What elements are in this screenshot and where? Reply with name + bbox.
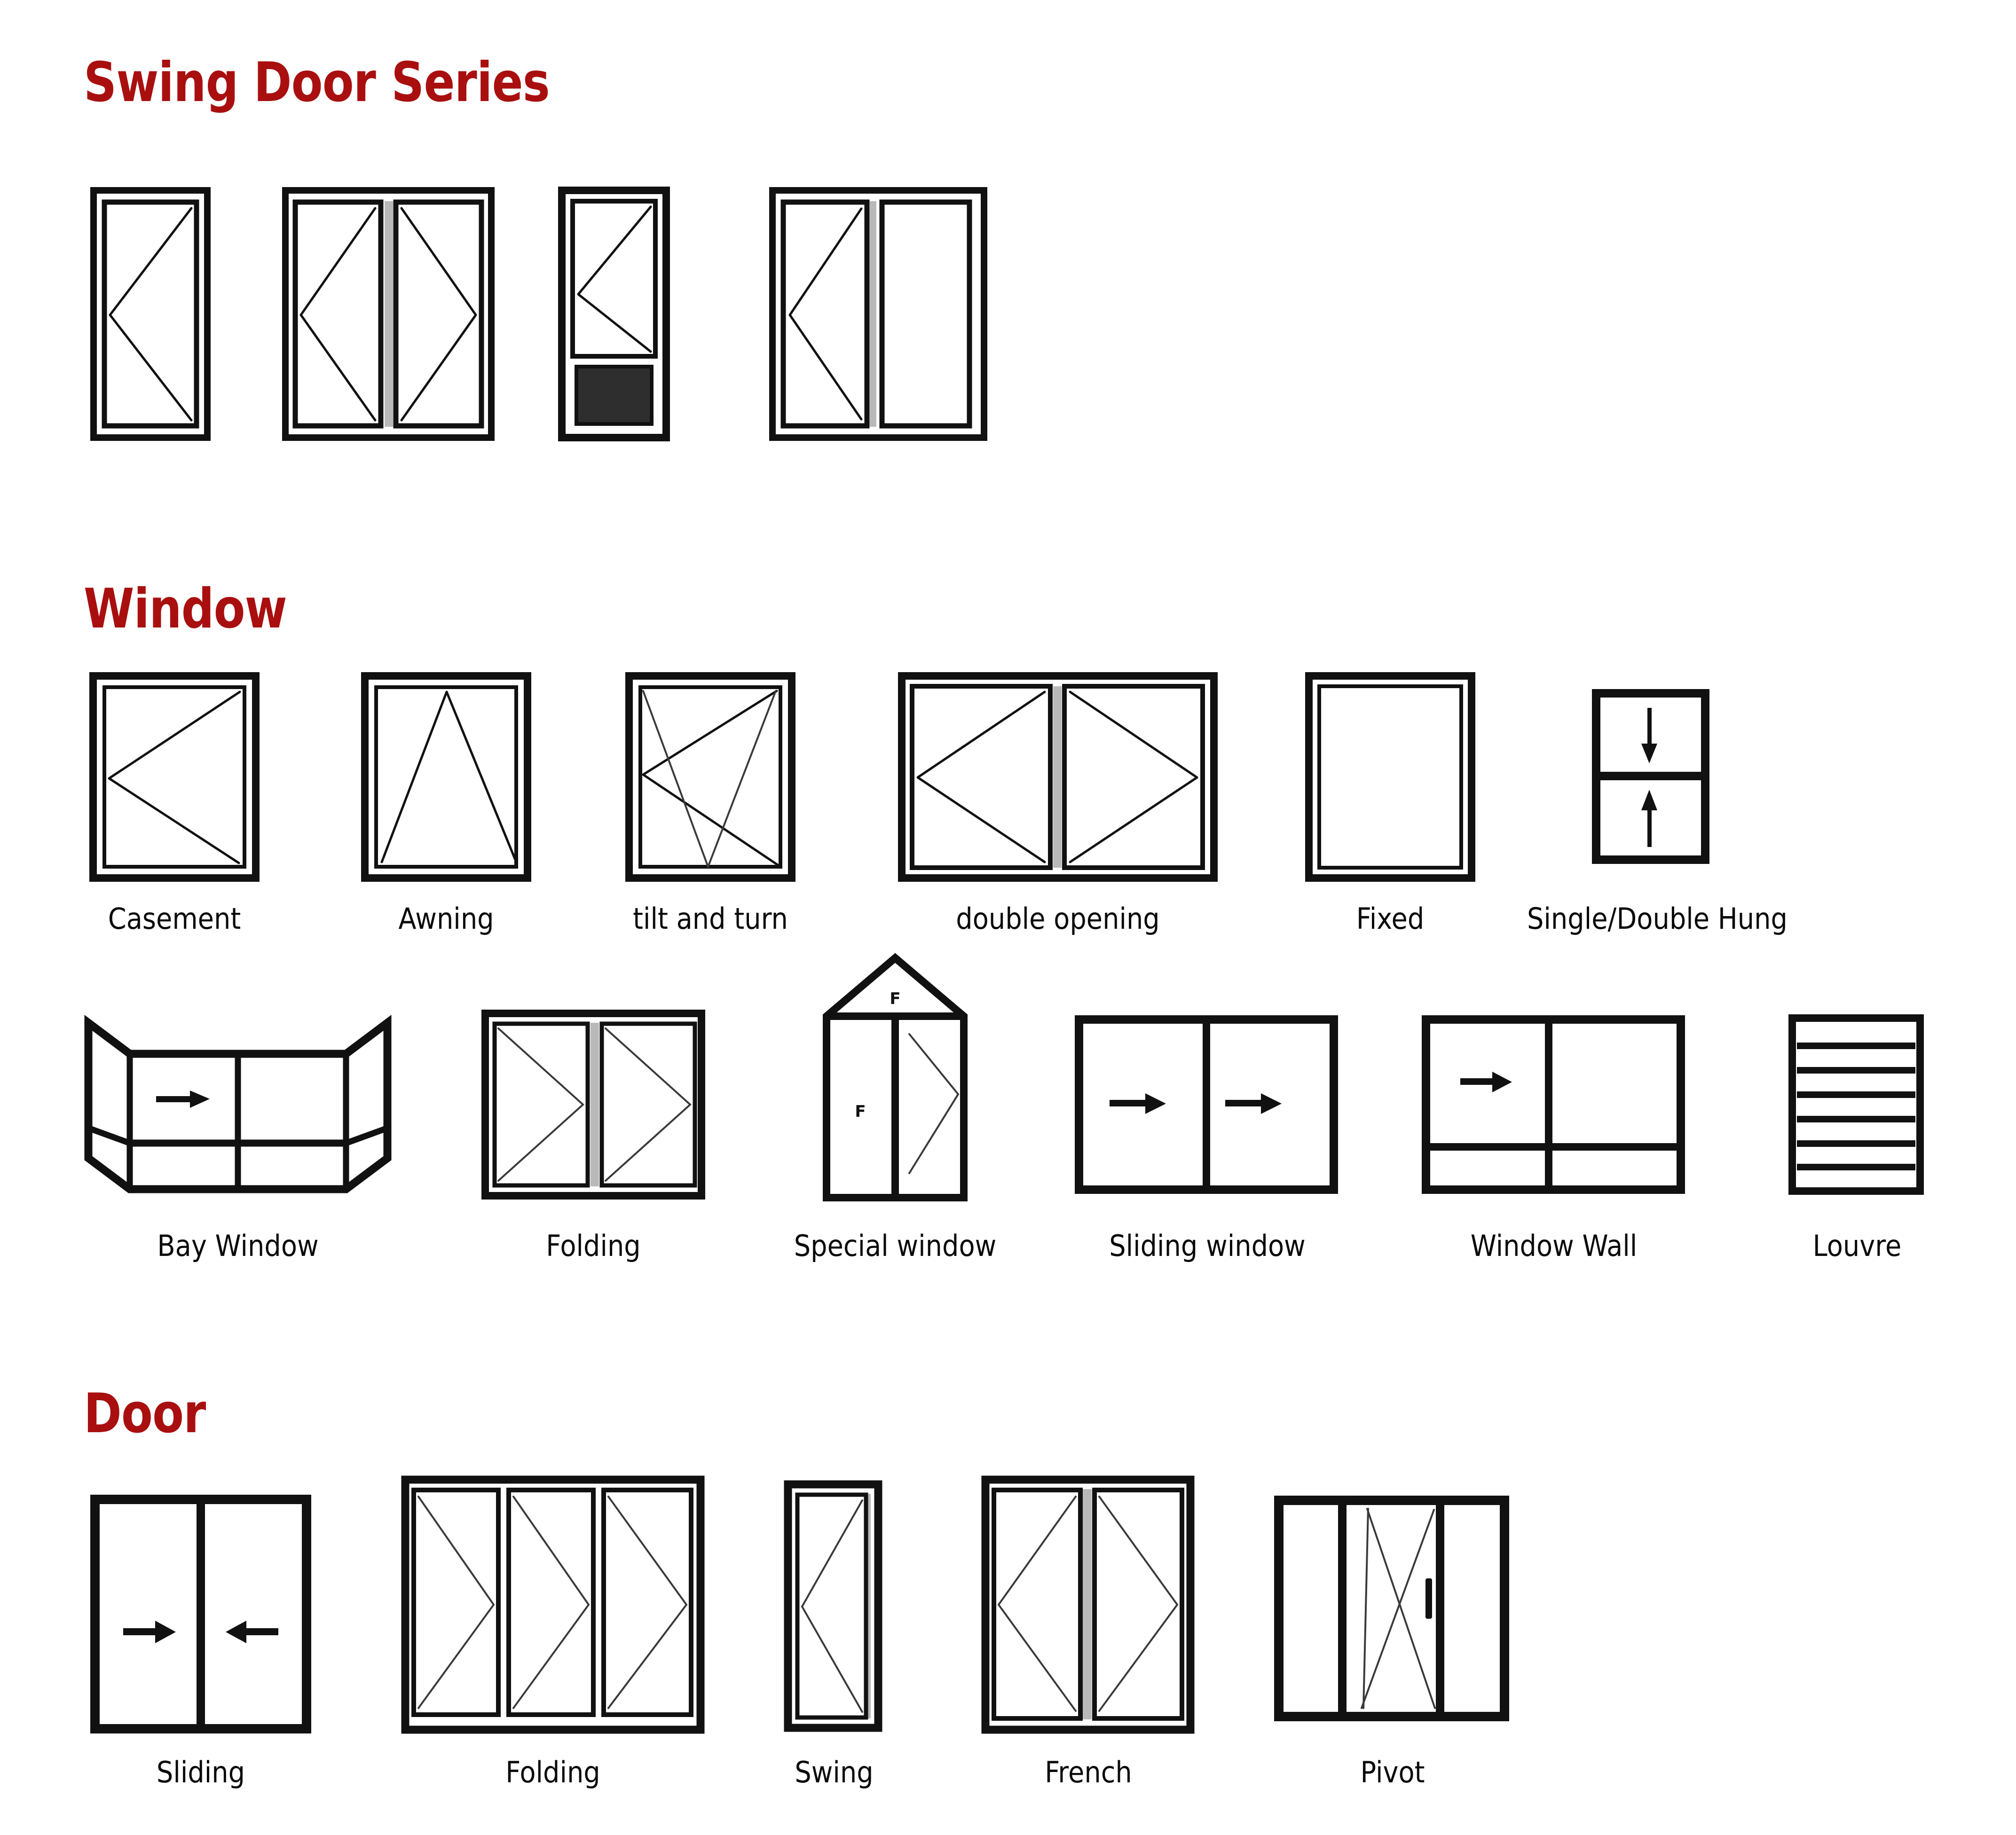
arrow-up-icon	[1641, 790, 1657, 847]
figure-window-wall	[1422, 1015, 1685, 1194]
figure-louvre	[1788, 1014, 1924, 1195]
figure-door-folding	[401, 1475, 705, 1734]
arrow-left-icon	[226, 1621, 278, 1643]
caption-louvre: Louvre	[1812, 1229, 1902, 1263]
figure-fixed	[1305, 672, 1475, 882]
arrow-right-icon	[1110, 1093, 1166, 1114]
caption-window-wall: Window Wall	[1470, 1229, 1638, 1263]
caption-tilt-and-turn: tilt and turn	[633, 902, 788, 936]
figure-single-double-hung	[1592, 689, 1709, 864]
caption-door-folding: Folding	[505, 1755, 600, 1789]
figure-door-sliding	[90, 1495, 311, 1733]
arrow-right-icon	[1460, 1072, 1512, 1092]
section-title-window: Window	[84, 577, 287, 641]
figure-swing-with-sidelite	[769, 187, 987, 441]
caption-awning: Awning	[398, 902, 494, 936]
caption-door-swing: Swing	[795, 1755, 874, 1789]
figure-folding-window	[481, 1010, 705, 1200]
caption-door-french: French	[1045, 1755, 1132, 1789]
figure-swing-single	[90, 187, 211, 441]
caption-fixed: Fixed	[1356, 902, 1425, 936]
arrow-right-icon	[123, 1621, 176, 1643]
pivot-handle-icon	[1425, 1578, 1432, 1619]
caption-double-opening: double opening	[956, 902, 1160, 936]
figure-swing-with-panel	[558, 187, 670, 441]
figure-awning	[361, 672, 531, 882]
caption-casement: Casement	[108, 902, 241, 936]
special-window-mark-left: F	[855, 1102, 866, 1121]
caption-door-sliding: Sliding	[156, 1755, 245, 1789]
special-window-mark-top: F	[890, 989, 900, 1008]
caption-single-double-hung: Single/Double Hung	[1527, 902, 1788, 936]
section-title-swing-door-series: Swing Door Series	[84, 51, 550, 114]
figure-door-pivot	[1274, 1496, 1509, 1721]
figure-bay-window	[83, 1015, 393, 1205]
arrow-right-icon	[1225, 1093, 1282, 1114]
louvre-slats	[1797, 1043, 1915, 1170]
caption-bay-window: Bay Window	[157, 1229, 319, 1263]
caption-sliding-window: Sliding window	[1109, 1229, 1306, 1263]
arrow-right-icon	[156, 1090, 210, 1108]
figure-double-opening	[898, 672, 1218, 882]
figure-swing-double	[282, 187, 495, 441]
caption-door-pivot: Pivot	[1360, 1755, 1425, 1789]
caption-special-window: Special window	[794, 1229, 997, 1263]
figure-sliding-window	[1075, 1015, 1338, 1194]
figure-door-swing	[784, 1480, 882, 1732]
caption-folding-window: Folding	[546, 1229, 641, 1263]
figure-casement	[89, 672, 260, 882]
section-title-door: Door	[84, 1382, 206, 1445]
figure-tilt-and-turn	[625, 672, 795, 882]
figure-special-window: F F	[822, 953, 969, 1201]
arrow-down-icon	[1641, 708, 1657, 763]
figure-door-french	[981, 1475, 1195, 1734]
